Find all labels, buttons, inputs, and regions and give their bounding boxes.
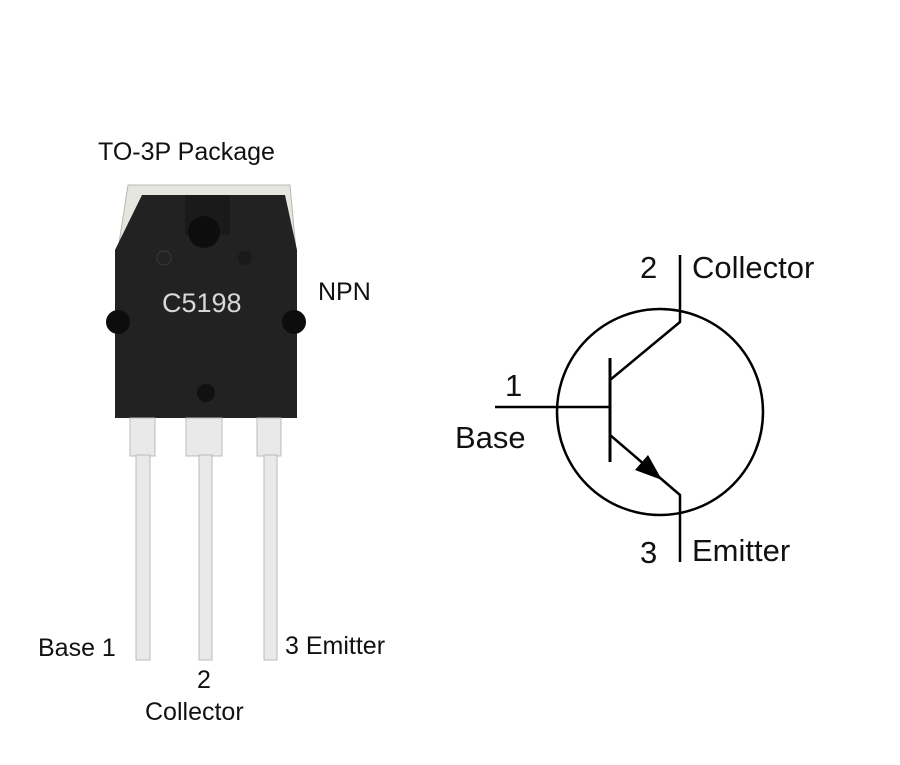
- symbol-base-label: Base: [455, 420, 526, 455]
- npn-symbol: [495, 255, 765, 562]
- emitter-arrow-icon: [635, 455, 662, 480]
- side-notch: [106, 310, 130, 334]
- symbol-collector-number: 2: [640, 250, 658, 285]
- mold-mark: [156, 250, 172, 266]
- mold-mark: [238, 251, 252, 265]
- lead-emitter: [263, 454, 278, 661]
- emitter-line: [609, 434, 682, 562]
- symbol-collector-label: Collector: [692, 250, 815, 285]
- side-notch: [282, 310, 306, 334]
- package-title: TO-3P Package: [98, 138, 275, 166]
- package-body: [115, 195, 297, 418]
- part-marking: C5198: [162, 288, 242, 318]
- lead-base: [135, 454, 151, 661]
- bottom-dot: [197, 384, 215, 402]
- symbol-emitter-label: Emitter: [692, 533, 791, 568]
- pin-label-collector: Collector: [145, 698, 244, 726]
- symbol-emitter-number: 3: [640, 535, 658, 570]
- pin-label-emitter: 3 Emitter: [285, 632, 386, 660]
- pin-number-collector: 2: [197, 666, 211, 694]
- symbol-circle: [555, 307, 765, 517]
- mounting-hole: [188, 216, 220, 248]
- symbol-base-number: 1: [505, 368, 523, 403]
- lead-base-wide: [129, 417, 156, 457]
- collector-line: [609, 255, 682, 381]
- pin-label-base: Base 1: [38, 634, 116, 662]
- to3p-package: [106, 184, 306, 661]
- lead-collector-wide: [185, 417, 223, 457]
- lead-emitter-wide: [256, 417, 282, 457]
- lead-collector: [198, 454, 213, 661]
- transistor-type: NPN: [318, 278, 371, 306]
